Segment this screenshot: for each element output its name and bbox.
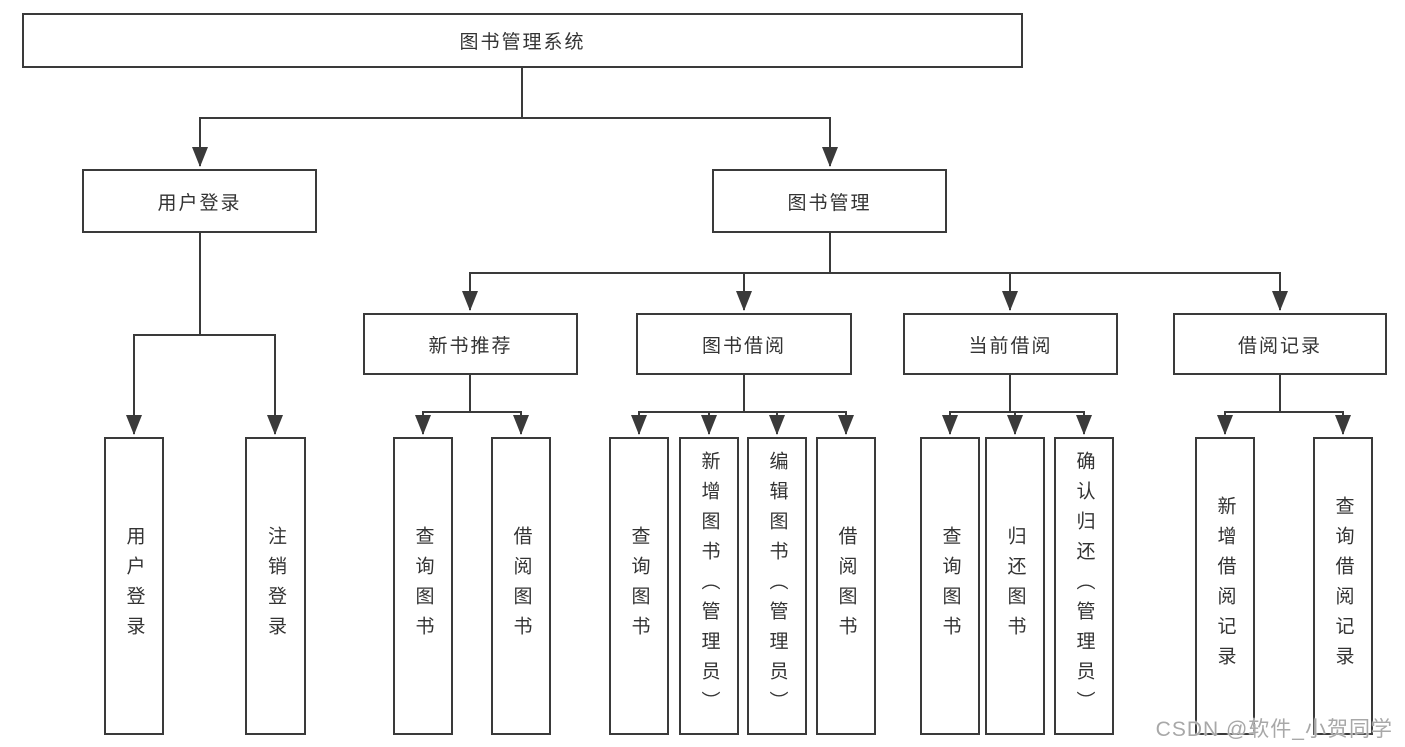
node-current-return-book-label: 归还图书 [1004,526,1026,646]
node-book-borrow: 图书借阅 [636,313,852,375]
node-current-query-book-label: 查询图书 [939,526,961,646]
node-recommend-query-book-label: 查询图书 [412,526,434,646]
node-borrow-borrow-book-label: 借阅图书 [835,526,857,646]
node-logout-label: 注销登录 [265,526,286,646]
node-user-login-label: 用户登录 [157,192,242,214]
node-current-query-book: 查询图书 [920,437,980,735]
node-root-label: 图书管理系统 [459,32,586,53]
node-borrow-borrow-book: 借阅图书 [816,437,876,735]
node-user-login: 用户登录 [82,169,317,233]
node-recommend-borrow-book: 借阅图书 [491,437,551,735]
node-current-borrow-label: 当前借阅 [968,335,1053,357]
node-record-query-label: 查询借阅记录 [1332,496,1354,676]
node-logout: 注销登录 [245,437,306,735]
node-current-return-book: 归还图书 [985,437,1045,735]
node-record-query: 查询借阅记录 [1313,437,1373,735]
node-login-label: 用户登录 [123,526,145,646]
node-borrow-edit-book: 编辑图书（管理员） [747,437,807,735]
watermark: CSDN @软件_小贺同学 [1155,718,1393,741]
node-borrow-query-book-label: 查询图书 [628,526,650,646]
node-current-confirm-return: 确认归还（管理员） [1054,437,1114,735]
node-record-add-label: 新增借阅记录 [1214,496,1236,676]
node-record-add: 新增借阅记录 [1195,437,1255,735]
node-current-borrow: 当前借阅 [903,313,1118,375]
node-borrow-query-book: 查询图书 [609,437,669,735]
node-book-borrow-label: 图书借阅 [701,335,786,357]
node-recommend-query-book: 查询图书 [393,437,453,735]
node-borrow-record: 借阅记录 [1173,313,1387,375]
node-book-management-label: 图书管理 [787,192,872,214]
node-borrow-add-book: 新增图书（管理员） [679,437,739,735]
node-borrow-add-book-label: 新增图书（管理员） [698,451,720,721]
node-borrow-record-label: 借阅记录 [1237,335,1322,357]
node-recommend-borrow-book-label: 借阅图书 [510,526,532,646]
node-login: 用户登录 [104,437,164,735]
node-borrow-edit-book-label: 编辑图书（管理员） [766,451,788,721]
node-new-book-recommend: 新书推荐 [363,313,578,375]
node-book-management: 图书管理 [712,169,947,233]
node-root: 图书管理系统 [22,13,1023,68]
node-new-book-recommend-label: 新书推荐 [428,335,513,357]
node-current-confirm-return-label: 确认归还（管理员） [1073,451,1095,721]
